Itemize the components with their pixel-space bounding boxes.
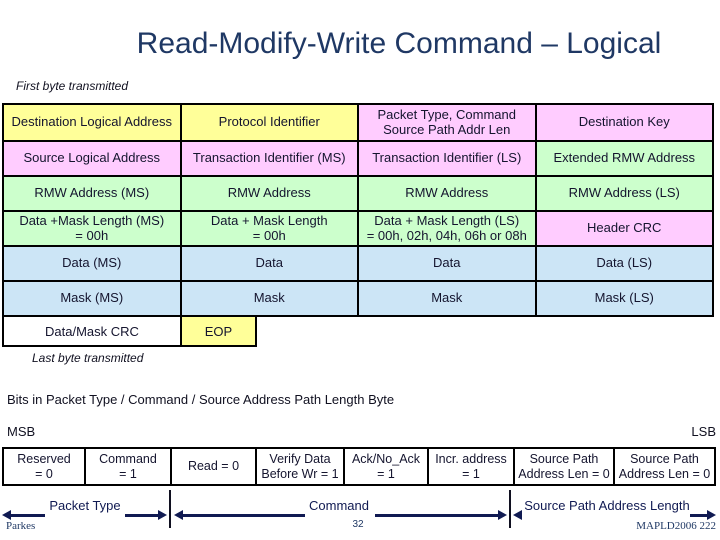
eop-cell: EOP [180,315,257,347]
arrowhead-left-icon [174,510,183,520]
table-cell: Extended RMW Address [536,142,714,177]
arrow-line [375,514,500,517]
bit-cell: Reserved = 0 [4,449,86,486]
table-cell: Data + Mask Length = 00h [181,212,359,247]
first-byte-note: First byte transmitted [16,79,129,93]
table-cell: RMW Address [359,177,537,212]
bit-field-table: Reserved = 0 Command = 1 Read = 0 Verify… [2,447,716,486]
table-cell: Data [359,247,537,282]
arrow-label-command: Command [309,498,369,513]
arrowhead-right-icon [707,510,716,520]
table-cell: RMW Address (MS) [4,177,182,212]
arrowhead-right-icon [158,510,167,520]
table-cell: Mask (MS) [4,282,182,317]
arrow-label-packet-type: Packet Type [49,498,121,513]
table-cell: Mask [359,282,537,317]
arrow-line [690,514,709,517]
table-cell: Data (MS) [4,247,182,282]
bits-caption: Bits in Packet Type / Command / Source A… [7,392,395,407]
divider-tick [169,490,171,528]
bit-cell: Incr. address = 1 [429,449,515,486]
arrow-label-source-path: Source Path Address Length [524,498,690,513]
table-cell: Protocol Identifier [181,105,359,142]
table-cell: Header CRC [536,212,714,247]
divider-tick [509,490,511,528]
data-mask-crc-cell: Data/Mask CRC [2,315,182,347]
table-cell: Data + Mask Length (LS) = 00h, 02h, 04h,… [359,212,537,247]
table-cell: Data +Mask Length (MS) = 00h [4,212,182,247]
footer-conference: MAPLD2006 222 [636,520,716,532]
table-cell: Source Logical Address [4,142,182,177]
footer-page-number: 32 [352,519,364,530]
arrowhead-left-icon [513,510,522,520]
arrow-line [125,514,159,517]
table-cell: RMW Address (LS) [536,177,714,212]
table-cell: Destination Key [536,105,714,142]
table-cell: Mask (LS) [536,282,714,317]
arrow-line [9,514,45,517]
table-cell: Transaction Identifier (MS) [181,142,359,177]
table-cell: RMW Address [181,177,359,212]
table-cell: Packet Type, Command Source Path Addr Le… [359,105,537,142]
arrow-line [182,514,305,517]
table-cell: Data [181,247,359,282]
bit-cell: Read = 0 [172,449,257,486]
table-cell: Destination Logical Address [4,105,182,142]
arrowhead-left-icon [2,510,11,520]
table-cell: Mask [181,282,359,317]
bit-cell: Ack/No_Ack = 1 [345,449,429,486]
packet-structure-table: Destination Logical Address Protocol Ide… [2,103,714,317]
lsb-label: LSB [691,424,716,439]
table-cell: Data (LS) [536,247,714,282]
last-byte-note: Last byte transmitted [32,351,144,365]
table-cell: Transaction Identifier (LS) [359,142,537,177]
arrowhead-right-icon [498,510,507,520]
footer-author: Parkes [6,520,36,532]
bit-cell: Verify Data Before Wr = 1 [257,449,345,486]
page-title: Read-Modify-Write Command – Logical [136,27,662,60]
bit-cell: Source Path Address Len = 0 [615,449,716,486]
bit-cell: Source Path Address Len = 0 [515,449,615,486]
bit-cell: Command = 1 [86,449,172,486]
msb-label: MSB [7,424,36,439]
